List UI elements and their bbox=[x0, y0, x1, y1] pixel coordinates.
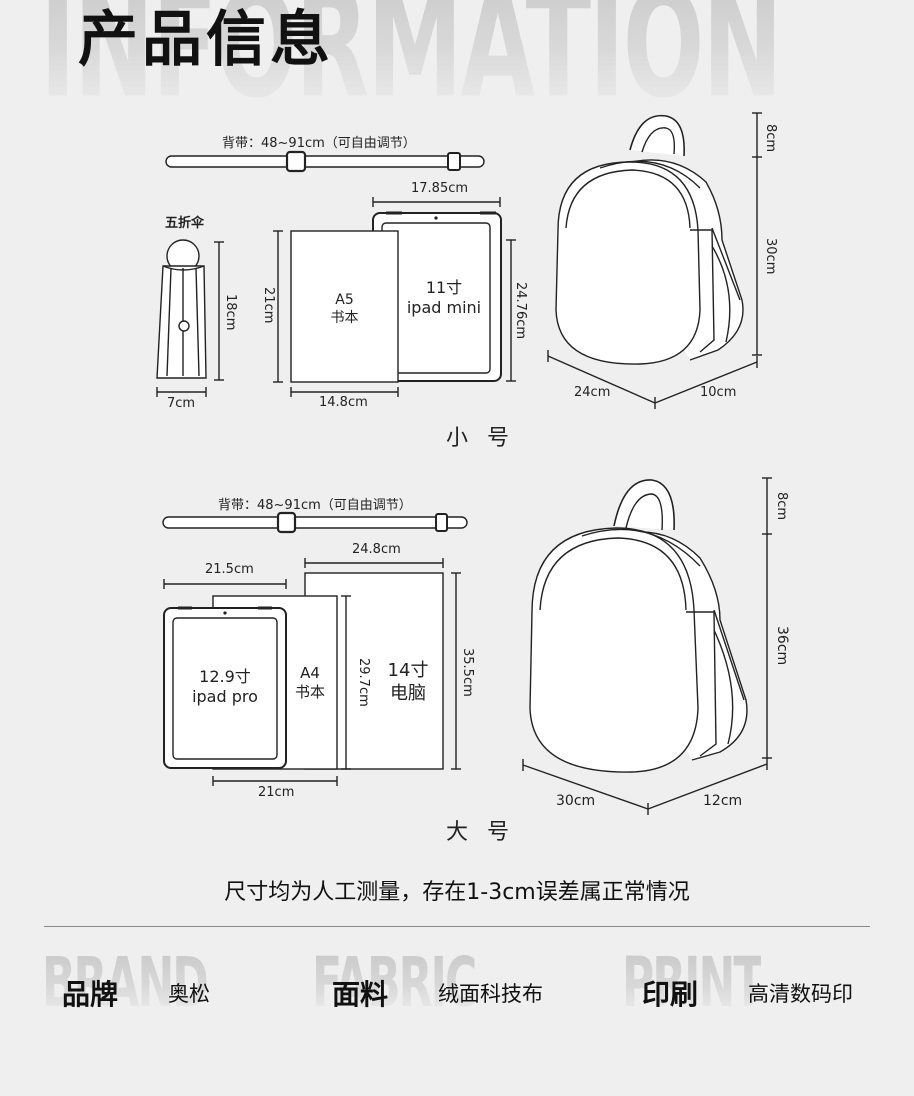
small-tablet bbox=[372, 211, 502, 382]
umbrella-label: 五折伞 bbox=[165, 216, 205, 231]
large-tablet-text: 12.9寸 ipad pro bbox=[173, 667, 277, 707]
large-backpack-icon bbox=[529, 479, 748, 773]
spec-fabric-bg-word: FABRIC bbox=[312, 943, 477, 1023]
laptop-sub: 电脑 bbox=[390, 682, 426, 704]
divider bbox=[44, 926, 870, 927]
small-size-label: 小 号 bbox=[446, 426, 515, 451]
small-book bbox=[290, 230, 399, 383]
large-tablet bbox=[163, 606, 287, 769]
spec-print-key: 印刷 bbox=[642, 978, 699, 1011]
large-size-label: 大 号 bbox=[446, 820, 515, 845]
umbrella-height-label: 18cm bbox=[223, 294, 238, 331]
spec-fabric-key: 面料 bbox=[332, 978, 389, 1011]
small-book-height-label: 21cm bbox=[261, 287, 276, 324]
spec-fabric-value: 绒面科技布 bbox=[438, 982, 543, 1006]
large-tablet-name: 12.9寸 bbox=[199, 667, 251, 686]
small-book-text: A5 书本 bbox=[291, 292, 398, 327]
large-strap bbox=[162, 511, 468, 534]
small-bag-height-label: 30cm bbox=[763, 238, 778, 275]
umbrella-width-label: 7cm bbox=[167, 396, 196, 411]
small-tablet-height-label: 24.76cm bbox=[513, 282, 528, 340]
small-tablet-text: 11寸 ipad mini bbox=[398, 278, 490, 318]
large-book-width-label: 21cm bbox=[258, 785, 295, 800]
spec-print-value: 高清数码印 bbox=[748, 982, 853, 1006]
laptop-name: 14寸 bbox=[387, 660, 429, 681]
umbrella-icon bbox=[156, 239, 207, 379]
large-tablet-sub: ipad pro bbox=[192, 687, 258, 706]
page-title: 产品信息 bbox=[78, 5, 334, 75]
small-tablet-top-label: 17.85cm bbox=[411, 181, 469, 196]
large-book-name: A4 bbox=[300, 664, 320, 682]
large-book-text: A4 书本 bbox=[290, 664, 330, 702]
spec-brand-key: 品牌 bbox=[62, 978, 119, 1011]
small-strap bbox=[165, 150, 485, 173]
small-book-sub: 书本 bbox=[330, 309, 359, 326]
small-tablet-name: 11寸 bbox=[425, 278, 463, 297]
small-bag-depth-label: 10cm bbox=[700, 385, 737, 400]
large-bag-height-label: 36cm bbox=[774, 626, 790, 666]
large-book-sub: 书本 bbox=[294, 682, 325, 701]
laptop-top-label: 24.8cm bbox=[352, 542, 401, 557]
large-tablet-top-label: 21.5cm bbox=[205, 562, 254, 577]
spec-print-bg-word: PRINT bbox=[622, 943, 763, 1023]
small-bag-width-label: 24cm bbox=[574, 385, 611, 400]
measurement-note: 尺寸均为人工测量，存在1-3cm误差属正常情况 bbox=[224, 880, 690, 905]
small-tablet-sub: ipad mini bbox=[406, 298, 482, 317]
large-strap-label: 背带：48~91cm（可自由调节） bbox=[218, 498, 412, 513]
small-backpack-icon bbox=[555, 114, 744, 365]
small-book-name: A5 bbox=[335, 292, 354, 308]
small-bag-top-label: 8cm bbox=[763, 124, 778, 153]
small-book-width-label: 14.8cm bbox=[319, 395, 368, 410]
header-background-word: INFORMATION bbox=[40, 0, 783, 119]
large-bag-depth-label: 12cm bbox=[703, 793, 743, 809]
large-bag-top-label: 8cm bbox=[774, 492, 789, 521]
spec-brand-value: 奥松 bbox=[168, 982, 210, 1006]
spec-brand-bg-word: BRAND bbox=[42, 943, 209, 1023]
small-strap-label: 背带：48~91cm（可自由调节） bbox=[222, 136, 416, 151]
laptop-height-label: 35.5cm bbox=[460, 648, 475, 697]
large-book-height-label: 29.7cm bbox=[356, 658, 371, 707]
laptop-text: 14寸 电脑 bbox=[378, 660, 438, 705]
large-bag-width-label: 30cm bbox=[556, 793, 596, 809]
